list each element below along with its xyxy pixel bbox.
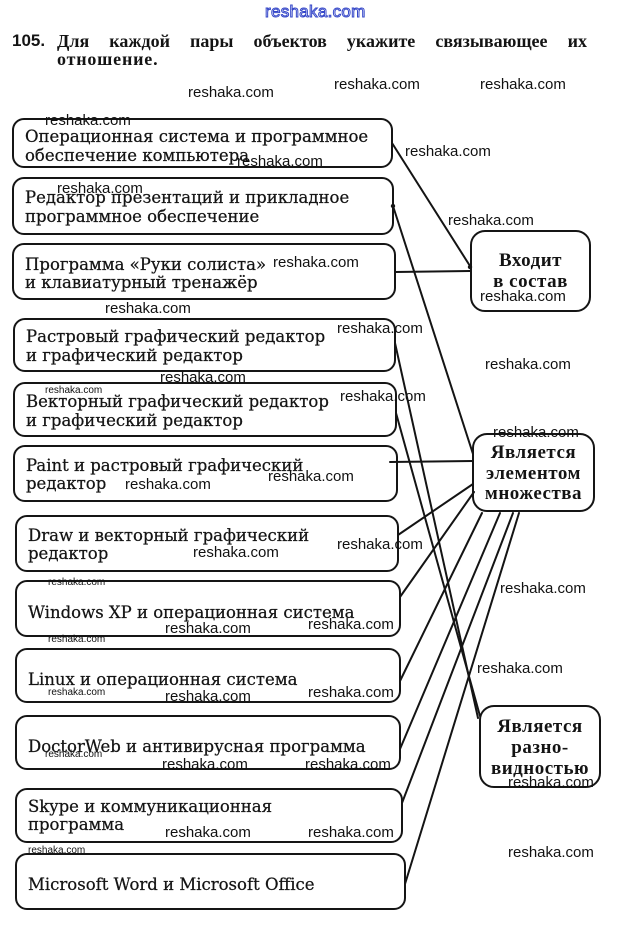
watermark: reshaka.com [160, 369, 246, 386]
watermark: reshaka.com [165, 824, 251, 841]
watermark: reshaka.com [48, 687, 106, 698]
watermark: reshaka.com [500, 580, 586, 597]
pair-text-line: Векторный графический редактор [26, 392, 329, 411]
pair-windows-xp-and-os: Windows XP и операционная система [15, 580, 401, 637]
pair-text-line: Linux и операционная система [28, 670, 298, 689]
relation-label-line: видностью [490, 758, 590, 779]
exercise-prompt-line-1: Для каждой пары объектов укажите связыва… [57, 31, 587, 51]
watermark: reshaka.com [480, 76, 566, 93]
relation-kind-of: Является разно- видностью [479, 705, 601, 788]
watermark: reshaka.com [48, 577, 106, 588]
watermark-top: reshaka.com [265, 2, 366, 22]
watermark: reshaka.com [28, 845, 86, 856]
watermark: reshaka.com [334, 76, 420, 93]
connector-line [394, 270, 471, 273]
watermark: reshaka.com [337, 320, 423, 337]
watermark: reshaka.com [105, 300, 191, 317]
pair-presentation-editor-and-application-software: Редактор презентаций и прикладное програ… [12, 177, 394, 235]
connector-line [399, 491, 475, 598]
watermark: reshaka.com [45, 749, 103, 760]
relation-label-line: разно- [511, 737, 569, 758]
connector-line [401, 512, 514, 804]
watermark: reshaka.com [508, 844, 594, 861]
watermark: reshaka.com [45, 385, 103, 396]
pair-text-line: Skype и коммуникационная [28, 797, 272, 816]
watermark: reshaka.com [485, 356, 571, 373]
pair-text-line: обеспечение компьютера [25, 146, 250, 165]
watermark: reshaka.com [273, 254, 359, 271]
pair-text-line: и клавиатурный тренажёр [25, 273, 258, 292]
watermark: reshaka.com [308, 684, 394, 701]
relation-label-line: Является [490, 442, 577, 463]
watermark: reshaka.com [162, 756, 248, 773]
pair-linux-and-os: Linux и операционная система [15, 648, 401, 703]
connector-line [391, 142, 471, 267]
pair-text-line: Draw и векторный графический [28, 526, 310, 545]
watermark: reshaka.com [268, 468, 354, 485]
watermark: reshaka.com [308, 616, 394, 633]
relation-label-line: Входит [498, 250, 563, 271]
connector-line [397, 483, 474, 536]
watermark: reshaka.com [508, 774, 594, 791]
watermark: reshaka.com [405, 143, 491, 160]
watermark: reshaka.com [188, 84, 274, 101]
relation-label-line: множества [484, 483, 583, 504]
connector-line [392, 205, 474, 455]
watermark: reshaka.com [308, 824, 394, 841]
watermark: reshaka.com [165, 688, 251, 705]
connector-line [399, 512, 483, 682]
watermark: reshaka.com [480, 288, 566, 305]
exercise-number: 105. [12, 31, 46, 50]
pair-ruki-solista-and-keyboard-trainer: Программа «Руки солиста» и клавиатурный … [12, 243, 396, 300]
pair-text-line: Растровый графический редактор [26, 327, 326, 346]
pair-doctorweb-and-antivirus: DoctorWeb и антивирусная программа [15, 715, 401, 770]
pair-text-line: Paint и растровый графический [26, 456, 304, 475]
watermark: reshaka.com [337, 536, 423, 553]
relation-label-line: Является [497, 716, 583, 737]
watermark: reshaka.com [193, 544, 279, 561]
pair-text-line: Редактор презентаций и прикладное [25, 188, 350, 207]
relation-part-of: Входит в состав [470, 230, 591, 312]
watermark: reshaka.com [493, 424, 579, 441]
pair-paint-and-raster-editor: Paint и растровый графический редактор [13, 445, 398, 502]
connector-line [389, 460, 474, 463]
watermark: reshaka.com [448, 212, 534, 229]
pair-text-line: Операционная система и программное [25, 127, 369, 146]
pair-raster-editor-and-graphic-editor: Растровый графический редактор и графиче… [13, 318, 396, 372]
watermark: reshaka.com [125, 476, 211, 493]
exercise-prompt-line-2: отношение. [57, 49, 159, 69]
pair-text-line: программа [28, 814, 125, 834]
pair-vector-editor-and-graphic-editor: Векторный графический редактор и графиче… [13, 382, 397, 437]
watermark: reshaka.com [237, 153, 323, 170]
pair-text-line: Программа «Руки солиста» [25, 255, 267, 274]
connector-line [404, 512, 520, 885]
pair-draw-and-vector-editor: Draw и векторный графический редактор [15, 515, 399, 572]
watermark: reshaka.com [45, 112, 131, 129]
relation-element-of-set: Является элементом множества [472, 433, 595, 512]
pair-text-line: Windows XP и операционная система [28, 603, 355, 622]
pair-text-line: редактор [28, 544, 109, 563]
pair-text-line: программное обеспечение [25, 207, 260, 226]
pair-text-line: DoctorWeb и антивирусная программа [28, 737, 366, 756]
watermark: reshaka.com [48, 634, 106, 645]
watermark: reshaka.com [165, 620, 251, 637]
watermark: reshaka.com [57, 180, 143, 197]
connector-line [399, 512, 501, 750]
watermark: reshaka.com [305, 756, 391, 773]
pair-ms-word-and-ms-office: Microsoft Word и Microsoft Office [15, 853, 406, 910]
pair-text-line: и графический редактор [26, 411, 243, 430]
pair-text-line: редактор [26, 474, 107, 493]
pair-text-line: и графический редактор [26, 346, 243, 365]
relation-label-line: элементом [486, 462, 581, 484]
connector-line [395, 412, 481, 717]
pair-text-line: Microsoft Word и Microsoft Office [28, 875, 315, 894]
watermark: reshaka.com [340, 388, 426, 405]
pair-os-and-software: Операционная система и программное обесп… [12, 118, 393, 168]
relation-label-line: в состав [493, 270, 568, 292]
pair-skype-and-communication-program: Skype и коммуникационная программа [15, 788, 403, 843]
watermark: reshaka.com [477, 660, 563, 677]
